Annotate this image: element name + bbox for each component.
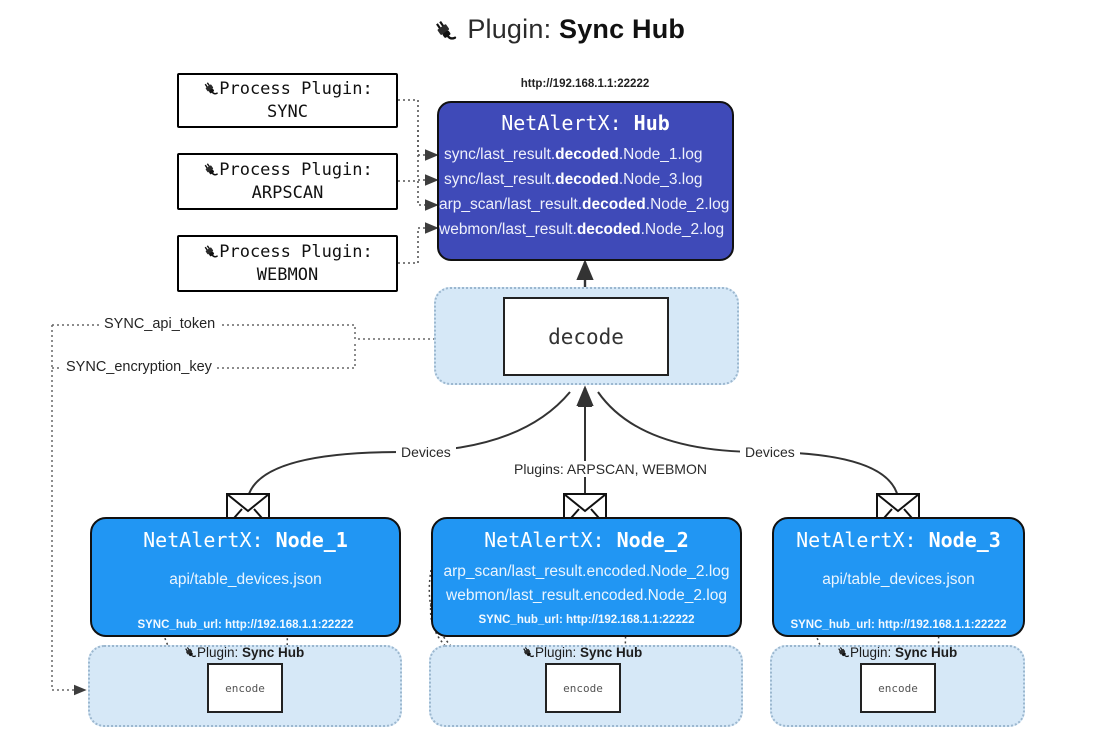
decode-box[interactable]: decode bbox=[503, 297, 669, 376]
label-sync-encryption-key: SYNC_encryption_key bbox=[62, 359, 216, 375]
process-plugin-name: WEBMON bbox=[256, 264, 319, 285]
label-plugins-center: Plugins: ARPSCAN, WEBMON bbox=[509, 461, 712, 477]
hub-title: NetAlertX: Hub bbox=[439, 111, 732, 135]
node-line: api/table_devices.json bbox=[822, 571, 975, 588]
edge-sync-to-hub bbox=[398, 99, 439, 161]
hub-title-prefix: NetAlertX: bbox=[501, 111, 634, 135]
node-1[interactable]: NetAlertX: Node_1 api/table_devices.json… bbox=[90, 517, 401, 637]
label-devices-left: Devices bbox=[396, 444, 456, 460]
node-hub-url: SYNC_hub_url: http://192.168.1.1:22222 bbox=[478, 614, 695, 627]
hub-node[interactable]: NetAlertX: Hub sync/last_result.decoded.… bbox=[437, 101, 734, 261]
process-plugin-name: SYNC bbox=[267, 101, 308, 122]
encode-box-node-3[interactable]: encode bbox=[860, 663, 936, 713]
page-title: Plugin: Sync Hub bbox=[0, 14, 1117, 47]
node-2[interactable]: NetAlertX: Node_2 arp_scan/last_result.e… bbox=[431, 517, 742, 637]
plug-icon bbox=[202, 243, 219, 262]
label-sync-api-token: SYNC_api_token bbox=[100, 316, 220, 332]
encoder-container-node-1 bbox=[88, 645, 402, 727]
process-plugin-label: Process Plugin: bbox=[219, 159, 373, 180]
plug-icon bbox=[521, 646, 535, 661]
node-3[interactable]: NetAlertX: Node_3 api/table_devices.json… bbox=[772, 517, 1025, 637]
envelope-icon bbox=[563, 493, 607, 532]
hub-log-row: sync/last_result.decoded.Node_3.log bbox=[444, 171, 703, 189]
label-devices-right: Devices bbox=[740, 444, 800, 460]
node-line: api/table_devices.json bbox=[169, 571, 322, 588]
process-plugin-arpscan[interactable]: Process Plugin: ARPSCAN bbox=[177, 153, 398, 210]
plug-icon bbox=[836, 646, 850, 661]
hub-log-row: arp_scan/last_result.decoded.Node_2.log bbox=[439, 196, 730, 214]
edge-webmon-to-hub bbox=[398, 222, 439, 264]
encode-box-node-2[interactable]: encode bbox=[545, 663, 621, 713]
page-title-name: Sync Hub bbox=[558, 14, 686, 44]
encoder-plugin-label-1: Plugin: Sync Hub bbox=[183, 645, 304, 661]
plug-icon bbox=[202, 80, 219, 99]
node-hub-url: SYNC_hub_url: http://192.168.1.1:22222 bbox=[137, 619, 354, 632]
edge-sync-to-hub-2 bbox=[417, 130, 437, 180]
hub-log-row: sync/last_result.decoded.Node_1.log bbox=[444, 146, 703, 163]
process-plugin-sync[interactable]: Process Plugin: SYNC bbox=[177, 73, 398, 128]
node-line: arp_scan/last_result.encoded.Node_2.log bbox=[443, 563, 730, 580]
plug-icon bbox=[202, 161, 219, 180]
encoder-plugin-label-3: Plugin: Sync Hub bbox=[836, 645, 957, 661]
node-hub-url: SYNC_hub_url: http://192.168.1.1:22222 bbox=[790, 619, 1007, 632]
plug-icon bbox=[432, 16, 465, 46]
hub-title-name: Hub bbox=[633, 111, 670, 135]
encode-box-node-1[interactable]: encode bbox=[207, 663, 283, 713]
node-line: webmon/last_result.encoded.Node_2.log bbox=[446, 587, 727, 605]
encoder-plugin-label-2: Plugin: Sync Hub bbox=[521, 645, 642, 661]
edge-arpscan-to-hub bbox=[398, 180, 439, 211]
process-plugin-label: Process Plugin: bbox=[219, 241, 373, 262]
hub-log-row: webmon/last_result.decoded.Node_2.log bbox=[439, 221, 725, 239]
node-title: NetAlertX: Node_3 bbox=[796, 528, 1001, 552]
edge-tokens-to-encoders bbox=[51, 325, 87, 696]
page-title-prefix: Plugin: bbox=[467, 14, 559, 44]
hub-url: http://192.168.1.1:22222 bbox=[520, 78, 650, 90]
process-plugin-webmon[interactable]: Process Plugin: WEBMON bbox=[177, 235, 398, 292]
process-plugin-label: Process Plugin: bbox=[219, 78, 373, 99]
node-title: NetAlertX: Node_1 bbox=[143, 528, 348, 552]
plug-icon bbox=[183, 646, 197, 661]
node-title: NetAlertX: Node_2 bbox=[484, 528, 689, 552]
process-plugin-name: ARPSCAN bbox=[251, 182, 324, 203]
